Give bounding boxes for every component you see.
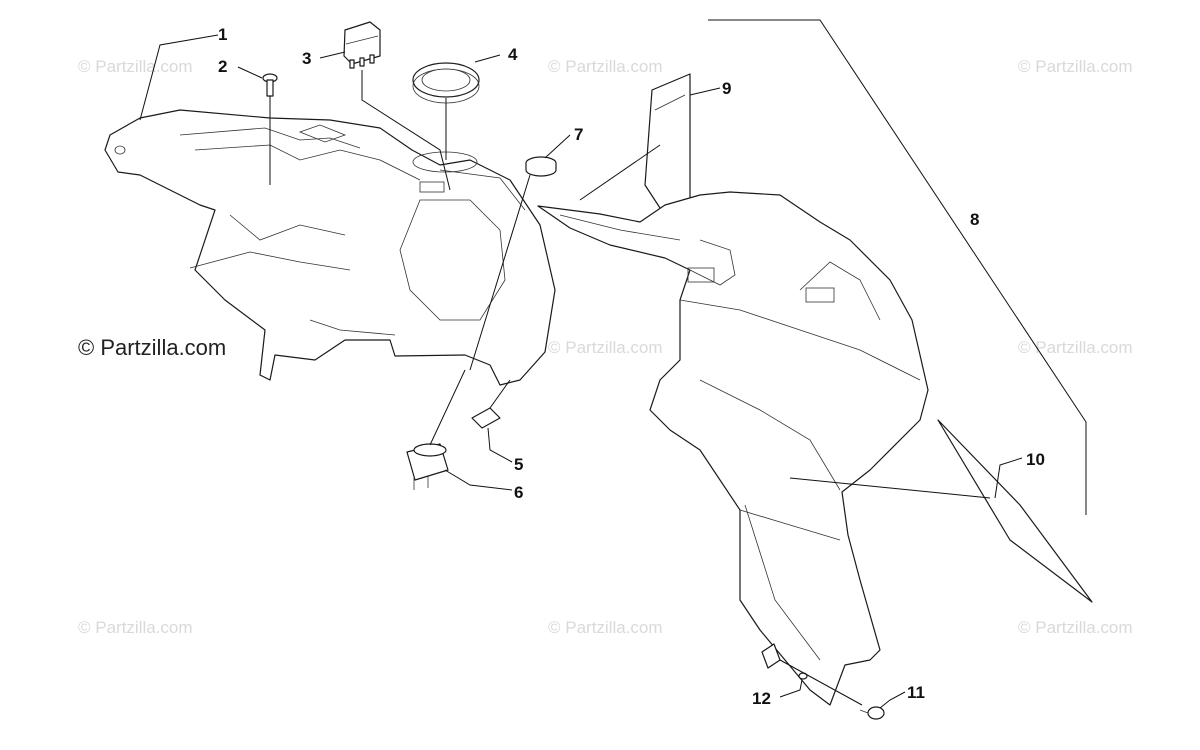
- watermark-top-right: © Partzilla.com: [1018, 57, 1133, 76]
- callout-3: 3: [302, 49, 311, 68]
- leader-1: [139, 34, 219, 121]
- leader-5-axis: [489, 379, 511, 409]
- watermark-bottom-right: © Partzilla.com: [1018, 618, 1133, 637]
- callout-5: 5: [514, 455, 523, 474]
- part-2-screw: [262, 73, 278, 97]
- callout-2: 2: [218, 57, 227, 76]
- callout-10: 10: [1026, 450, 1045, 469]
- callout-6: 6: [514, 483, 523, 502]
- part-9-deflector: [644, 73, 691, 213]
- part-6-ignition-switch: [406, 443, 449, 490]
- leader-3: [319, 51, 346, 59]
- part-1-left-dash-panel: [104, 109, 556, 386]
- part-8-right-console: [537, 191, 929, 706]
- leader-10: [994, 457, 1023, 499]
- callout-8: 8: [970, 210, 979, 229]
- part-10-deflector: [937, 419, 1093, 603]
- leader-11: [879, 691, 906, 709]
- leader-11-axis: [779, 659, 863, 706]
- watermark-bottom-left: © Partzilla.com: [78, 618, 193, 637]
- leader-4: [474, 54, 501, 63]
- leader-10-axis: [789, 477, 991, 499]
- leader-9-axis: [579, 144, 661, 201]
- part-7-cap: [525, 156, 557, 177]
- watermark-middle-center: © Partzilla.com: [548, 338, 663, 357]
- leader-2: [237, 66, 263, 79]
- callout-1: 1: [218, 25, 227, 44]
- watermark-bottom-center: © Partzilla.com: [548, 618, 663, 637]
- callout-11: 11: [907, 683, 925, 702]
- callout-12: 12: [752, 689, 771, 708]
- leader-7-axis: [469, 174, 531, 371]
- leader-6: [444, 469, 513, 491]
- callout-4: 4: [508, 45, 518, 64]
- part-3-rocker-switch: [343, 21, 381, 69]
- watermark-top-left: © Partzilla.com: [78, 57, 193, 76]
- copyright-credit: © Partzilla.com: [78, 335, 226, 360]
- watermark-middle-right: © Partzilla.com: [1018, 338, 1133, 357]
- leader-5: [487, 427, 513, 463]
- part-4-gauge-ring: [412, 62, 480, 104]
- part-8-bracket: [708, 19, 1087, 515]
- leader-12: [779, 679, 803, 698]
- part-11-push-rivet: [859, 706, 885, 720]
- callout-9: 9: [722, 79, 731, 98]
- watermark-top-center: © Partzilla.com: [548, 57, 663, 76]
- part-5-clip: [471, 407, 501, 429]
- leader-7: [544, 134, 571, 159]
- callout-7: 7: [574, 125, 583, 144]
- leader-6-axis: [429, 369, 466, 446]
- leader-9: [689, 87, 721, 96]
- leader-3-axis: [361, 70, 451, 191]
